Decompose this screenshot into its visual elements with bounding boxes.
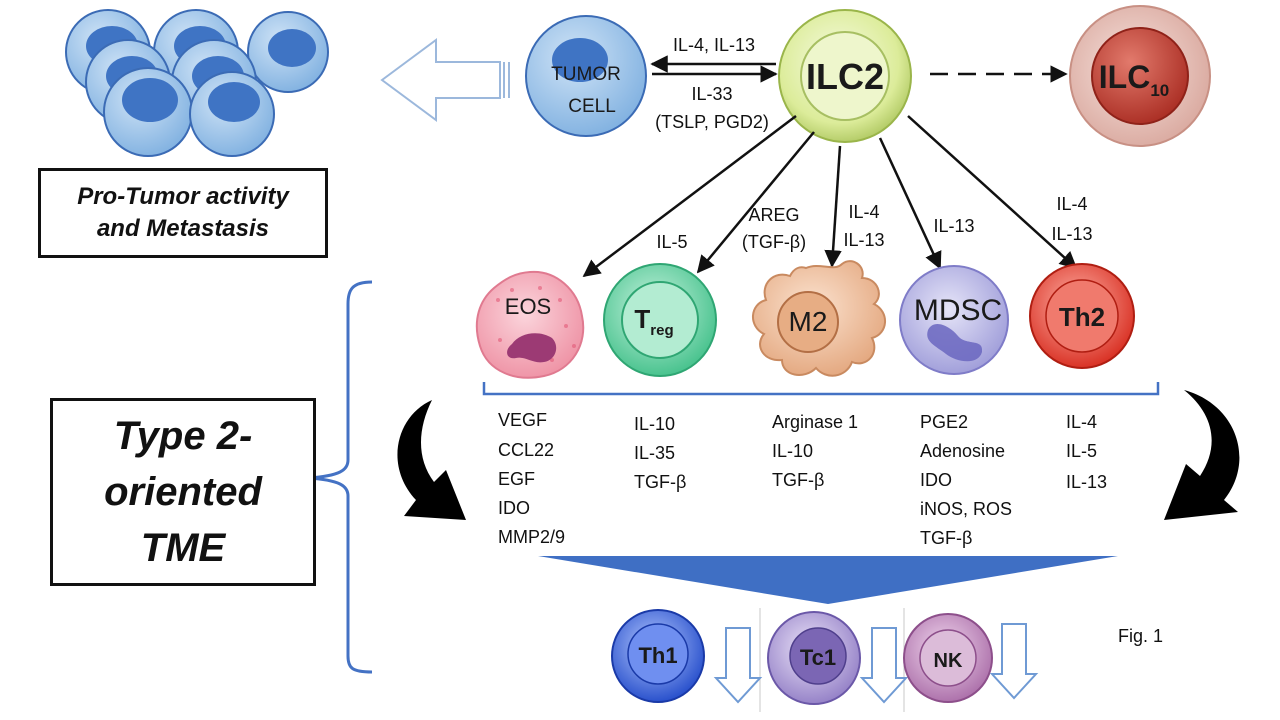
nk-label: NK [934,650,963,672]
treg-label: Treg [634,304,673,339]
factor-item: IL-4 [1066,412,1097,432]
factor-item: TGF-β [920,528,972,548]
factor-item: MMP2/9 [498,527,565,547]
cluster-cell [189,71,275,157]
tumor-cell-label-2: CELL [568,96,616,117]
arrow-to-treg [696,131,815,274]
ilc10-cell: ILC10 [1069,5,1211,147]
label-il4-th2: IL-4 [1056,194,1087,214]
m2-factors: Arginase 1 IL-10 TGF-β [772,412,863,490]
figure-label: Fig. 1 [1118,626,1163,646]
left-curly-brace [307,280,373,674]
factor-item: IDO [920,470,952,490]
tme-line-1: Type 2- [113,414,253,458]
th2-label: Th2 [1059,302,1105,332]
down-arrow-nk [989,623,1039,700]
factor-item: TGF-β [772,470,824,490]
factor-item: VEGF [498,410,547,430]
label-il5: IL-5 [656,232,687,252]
factor-item: EGF [498,469,535,489]
label-areg: AREG [748,205,799,225]
factor-item: CCL22 [498,440,554,460]
m2-cell: M2 [752,260,886,377]
treg-factors: IL-10 IL-35 TGF-β [634,414,686,492]
factor-item: IL-10 [634,414,675,434]
down-arrow-th1 [713,627,763,704]
mdsc-cell: MDSC [899,265,1009,375]
factor-item: Arginase 1 [772,412,858,432]
hollow-left-arrow [380,38,510,122]
cells-bracket [482,382,1160,396]
factor-item: Adenosine [920,441,1005,461]
label-il4-m2: IL-4 [848,202,879,222]
eos-cell: EOS [475,270,585,379]
arrow-to-mdsc [878,137,942,270]
th1-cell: Th1 [611,609,705,703]
th2-cell: Th2 [1029,263,1135,369]
tc1-cell: Tc1 [767,611,861,705]
pro-tumor-line-2: and Metastasis [96,215,270,242]
label-il13-m2: IL-13 [843,230,884,250]
factor-item: PGE2 [920,412,968,432]
factor-item: IL-35 [634,443,675,463]
tc1-label: Tc1 [800,645,836,670]
th1-label: Th1 [638,643,677,668]
label-il33: IL-33 [691,84,732,104]
label-il13-mdsc: IL-13 [933,216,974,236]
tme-line-2: oriented [104,470,262,514]
pro-tumor-line-1: Pro-Tumor activity [77,183,289,210]
eos-label: EOS [505,294,551,319]
factor-item: IL-13 [1066,472,1107,492]
tumor-cluster [65,9,329,157]
curved-arrow-left [397,400,466,520]
ilc2-label: ILC2 [806,56,884,97]
type2-tme-box: Type 2- oriented TME [50,398,316,586]
label-tslp-pgd2: (TSLP, PGD2) [655,112,769,132]
ilc10-label: ILC10 [1099,59,1169,100]
label-tgfb-paren: (TGF-β) [742,232,806,252]
eos-factors: VEGF CCL22 EGF IDO MMP2/9 [498,410,565,547]
tumor-cell: TUMOR CELL [525,15,647,137]
factor-item: IL-5 [1066,441,1097,461]
pro-tumor-box: Pro-Tumor activity and Metastasis [38,168,328,258]
nk-cell: NK [903,613,993,703]
factor-item: IL-10 [772,441,813,461]
mdsc-factors: PGE2 Adenosine IDO iNOS, ROS TGF-β [920,412,1017,548]
arrow-to-eos [582,115,797,278]
factor-item: IDO [498,498,530,518]
cluster-cell [103,67,193,157]
curved-arrow-right [1164,390,1240,520]
factor-item: TGF-β [634,472,686,492]
tme-line-3: TME [140,526,226,570]
arrow-to-th2 [907,115,1078,270]
treg-cell: Treg [603,263,717,377]
label-il13-th2: IL-13 [1051,224,1092,244]
factor-item: iNOS, ROS [920,499,1012,519]
mdsc-label: MDSC [914,294,1002,327]
tumor-cell-label-1: TUMOR [551,64,621,85]
cluster-cell [247,11,329,93]
m2-label: M2 [789,306,828,337]
label-il4-il13-top: IL-4, IL-13 [673,35,755,55]
down-arrow-tc1 [859,627,909,704]
th2-factors: IL-4 IL-5 IL-13 [1066,412,1107,492]
funnel-triangle [538,556,1118,604]
ilc2-cell: ILC2 [778,9,912,143]
arrow-to-m2 [824,145,842,268]
